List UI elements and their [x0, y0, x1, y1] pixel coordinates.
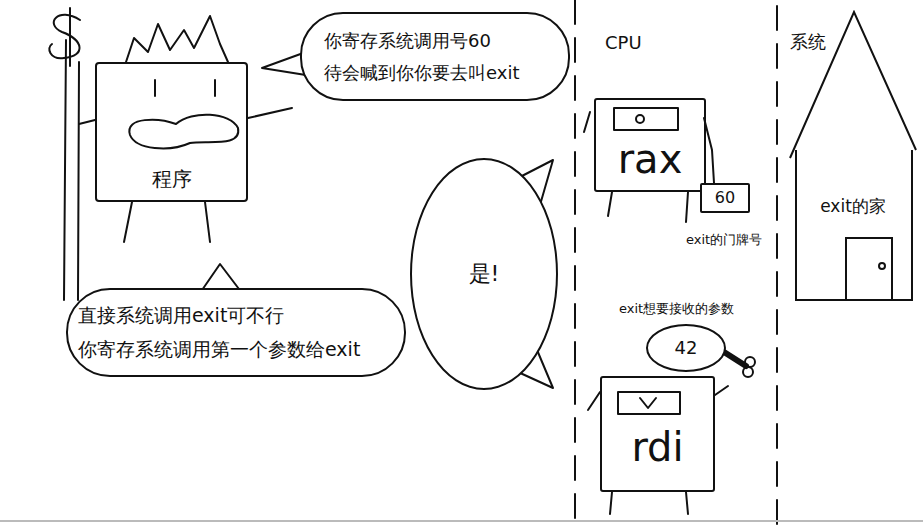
- register-character: rdi: [600, 376, 715, 492]
- character-box: 程序: [95, 62, 248, 202]
- drumstick-knob: [743, 367, 753, 377]
- annotation-label: exit的门牌号: [684, 231, 764, 249]
- drumstick-bone: [724, 352, 746, 366]
- staff-ornament: [49, 8, 80, 66]
- door-knob: [879, 263, 885, 269]
- eye: [640, 398, 656, 408]
- speech-bubble: 你寄存系统调用号60 待会喊到你你要去叫exit: [300, 12, 570, 101]
- drumstick-knob: [745, 357, 755, 367]
- legs: [608, 192, 688, 222]
- region-label: 系统: [788, 30, 828, 54]
- region-label: CPU: [603, 32, 644, 53]
- node-text: 42: [675, 337, 698, 360]
- node-text: 程序: [152, 167, 192, 192]
- divider-line: [574, 0, 576, 525]
- arm: [584, 112, 714, 183]
- node-text: rax: [618, 134, 683, 184]
- arm: [79, 120, 95, 124]
- crown: [126, 16, 228, 62]
- legs: [610, 492, 688, 514]
- eyes: [155, 80, 215, 96]
- eye: [636, 115, 644, 123]
- door: [846, 238, 892, 300]
- number-sign: 60: [700, 183, 750, 213]
- eye-visor: [618, 392, 680, 414]
- bubble-text: 是!: [469, 260, 500, 288]
- divider-line: [776, 6, 778, 525]
- node-text: exit的家: [820, 196, 886, 217]
- speech-bubble: 直接系统调用exit可不行 你寄存系统调用第一个参数给exit: [66, 288, 406, 377]
- staff: [64, 40, 79, 300]
- bottom-rule: [0, 520, 923, 522]
- mustache-mouth: [129, 115, 238, 149]
- eye-visor: [614, 108, 678, 130]
- arm: [248, 108, 292, 118]
- house-outline: [790, 12, 916, 300]
- register-character: rax: [594, 98, 706, 192]
- legs: [124, 202, 210, 242]
- bubble-text: 你寄存系统调用号60 待会喊到你你要去叫exit: [324, 25, 544, 88]
- node-text: 60: [715, 188, 735, 208]
- annotation-label: exit想要接收的参数: [617, 300, 736, 318]
- arm: [588, 386, 728, 410]
- speech-bubble: 是!: [410, 158, 558, 390]
- drumstick: 42: [646, 324, 726, 372]
- node-text: rdi: [631, 422, 683, 472]
- bubble-text: 直接系统调用exit可不行 你寄存系统调用第一个参数给exit: [78, 299, 378, 366]
